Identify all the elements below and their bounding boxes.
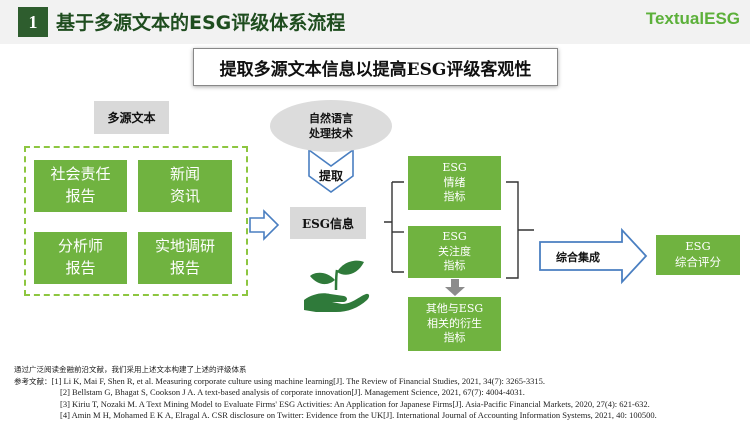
header-bar [0, 0, 750, 44]
sources-frame [24, 146, 248, 296]
extract-label: 提取 [318, 169, 343, 183]
final-score-box: ESG 综合评分 [656, 235, 740, 275]
indicator-derived: 其他与ESG 相关的衍生 指标 [408, 297, 501, 351]
reference-line-1: 参考文献：[1] Li K, Mai F, Shen R, et al. Mea… [14, 376, 657, 388]
arrow-aggregate [539, 227, 648, 285]
reference-2: [2] Bellstam G, Bhagat S, Cookson J A. A… [60, 387, 525, 398]
subtitle-banner: 提取多源文本信息以提高ESG评级客观性 [193, 48, 558, 86]
source-news: 新闻 资讯 [138, 160, 232, 212]
plant-in-hand-icon [304, 260, 370, 312]
references-prefix: 参考文献： [14, 376, 52, 386]
aggregate-label: 综合集成 [556, 251, 600, 264]
arrow-sources-to-info [249, 209, 280, 241]
brand-logo: TextualESG [645, 9, 740, 28]
page-title: 基于多源文本的ESG评级体系流程 [56, 12, 346, 34]
reference-4: [4] Amin M H, Mohamed E K A, Elragal A. … [60, 410, 657, 421]
source-field-research-report: 实地调研 报告 [138, 232, 232, 284]
references-block: 通过广泛阅读金融前沿文献，我们采用上述文本构建了上述的评级体系 参考文献：[1]… [14, 364, 657, 422]
arrow-gray-down [445, 279, 465, 296]
indicator-sentiment: ESG 情绪 指标 [408, 156, 501, 210]
references-intro: 通过广泛阅读金融前沿文献，我们采用上述文本构建了上述的评级体系 [14, 365, 247, 374]
bracket-right [506, 181, 534, 279]
reference-3: [3] Kiriu T, Nozaki M. A Text Mining Mod… [60, 398, 650, 409]
chevron-nlp-down [308, 148, 354, 193]
source-csr-report: 社会责任 报告 [34, 160, 127, 212]
indicator-attention: ESG 关注度 指标 [408, 226, 501, 278]
sources-label: 多源文本 [94, 101, 169, 134]
esg-info-box: ESG信息 [290, 207, 366, 239]
source-analyst-report: 分析师 报告 [34, 232, 127, 284]
reference-1: [1] Li K, Mai F, Shen R, et al. Measurin… [51, 375, 545, 386]
section-number: 1 [18, 7, 48, 37]
bracket-left [384, 181, 404, 273]
nlp-ellipse: 自然语言 处理技术 [270, 100, 392, 152]
